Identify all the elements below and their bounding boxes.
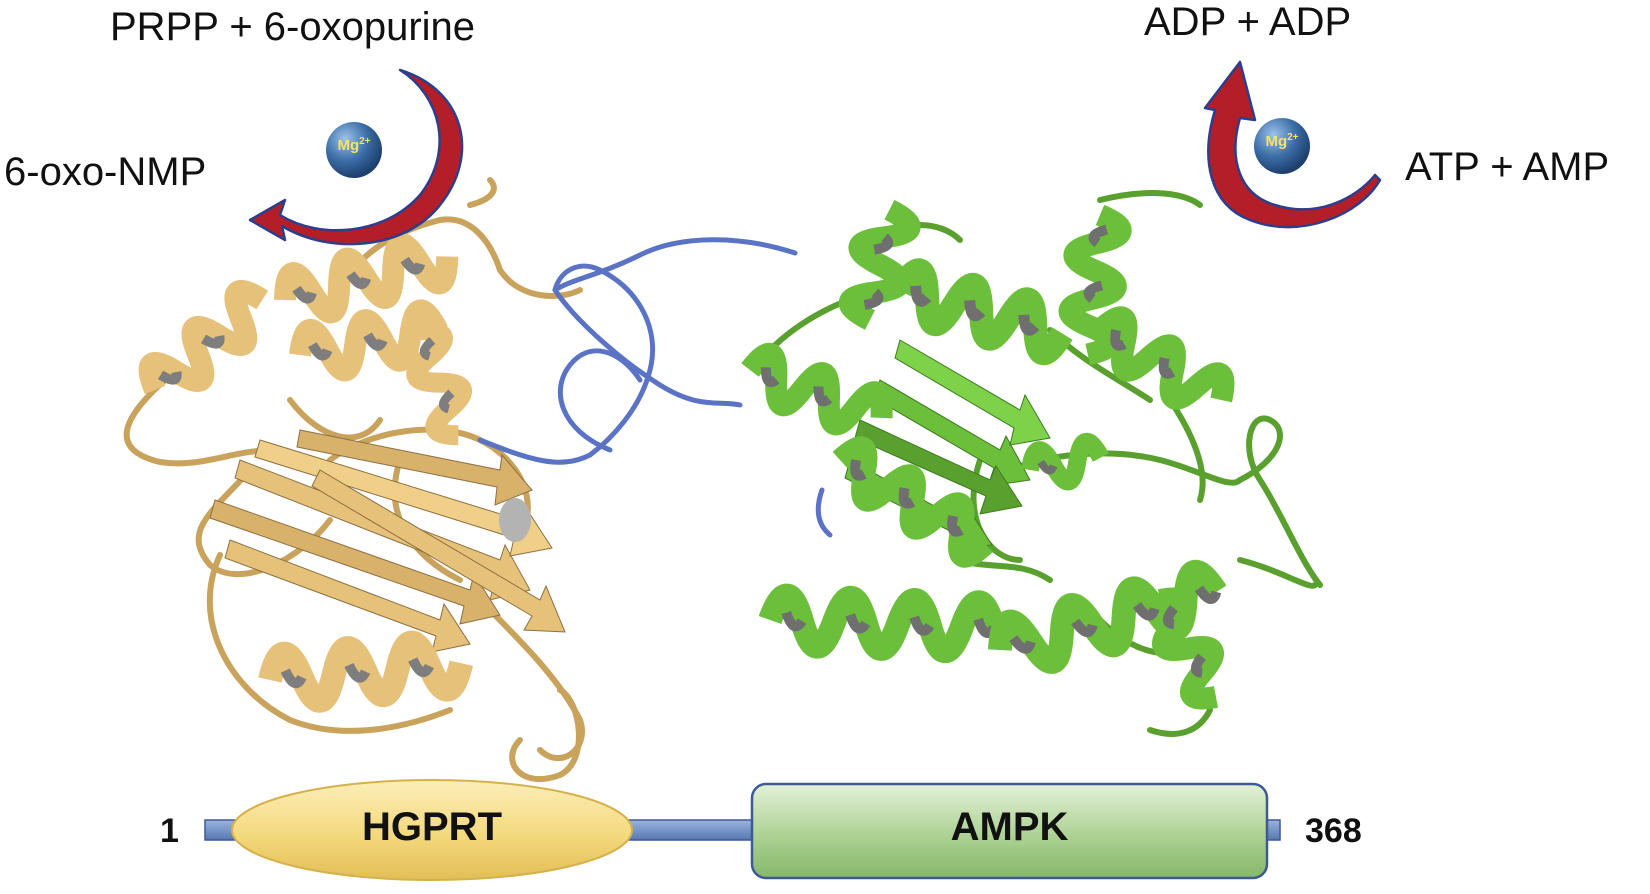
- end-residue-label: 368: [1305, 812, 1362, 850]
- start-residue-label: 1: [160, 812, 179, 850]
- domain-schematic: [204, 779, 1281, 881]
- mg-ion-right-label: Mg2+: [1265, 132, 1299, 150]
- ampk-reaction-arrow: [1203, 60, 1382, 229]
- mg-ion-right: Mg2+: [1254, 132, 1310, 150]
- ampk-products-label: ADP + ADP: [1144, 0, 1352, 44]
- ampk-substrates-label: ATP + AMP: [1405, 145, 1610, 189]
- ampk-domain-label: AMPK: [950, 805, 1069, 849]
- hgprt-domain-label: HGPRT: [362, 805, 502, 849]
- mg-ion-left: Mg2+: [326, 136, 382, 154]
- ampk-ribbon-structure: [741, 190, 1323, 737]
- hgprt-product-label: 6-oxo-NMP: [4, 150, 207, 194]
- hgprt-ribbon-structure: [123, 177, 585, 783]
- hgprt-substrates-label: PRPP + 6-oxopurine: [110, 5, 476, 49]
- mg-ion-left-label: Mg2+: [337, 136, 371, 154]
- linker-loop: [477, 237, 833, 538]
- hgprt-reaction-arrow: [248, 68, 464, 246]
